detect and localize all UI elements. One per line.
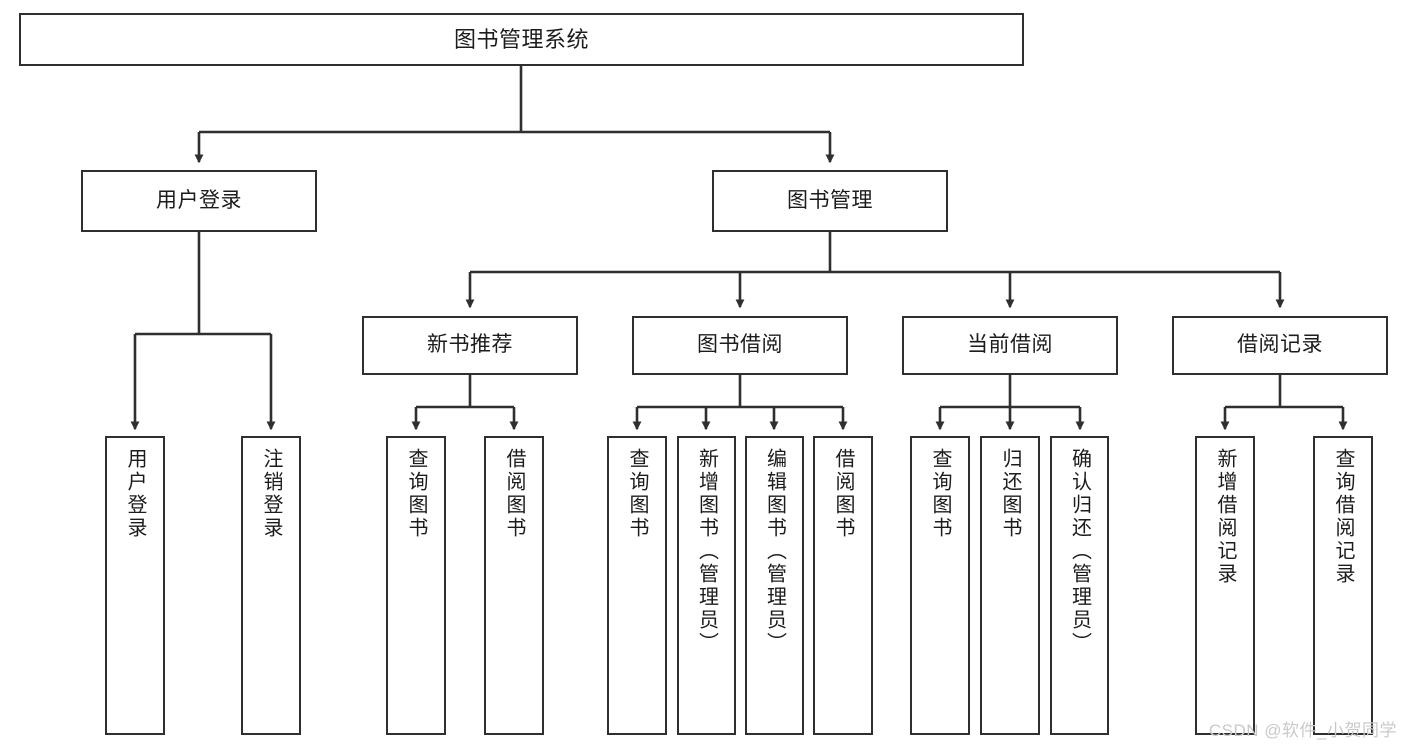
leaf-user-login-login[interactable]: 用户登录 (105, 436, 165, 735)
leaf-current-borrow-return-books[interactable]: 归还图书 (980, 436, 1040, 735)
node-label: 确认归还（管理员） (1068, 448, 1091, 655)
leaf-current-borrow-confirm-return-admin[interactable]: 确认归还（管理员） (1050, 436, 1109, 735)
node-label: 新增图书（管理员） (695, 448, 718, 655)
node-label: 新增借阅记录 (1214, 448, 1236, 586)
node-label: 借阅记录 (1237, 333, 1323, 357)
leaf-book-borrow-borrow-books[interactable]: 借阅图书 (813, 436, 873, 735)
node-book-borrowing[interactable]: 图书借阅 (632, 316, 848, 375)
leaf-new-book-query-books[interactable]: 查询图书 (386, 436, 446, 735)
node-borrowing-record[interactable]: 借阅记录 (1172, 316, 1388, 375)
node-label: 查询图书 (929, 448, 951, 540)
leaf-book-borrow-add-book-admin[interactable]: 新增图书（管理员） (677, 436, 736, 735)
node-new-book-recommendation[interactable]: 新书推荐 (362, 316, 578, 375)
node-label: 注销登录 (260, 448, 282, 540)
node-book-management[interactable]: 图书管理 (712, 170, 948, 232)
node-label: 借阅图书 (832, 448, 854, 540)
leaf-book-borrow-edit-book-admin[interactable]: 编辑图书（管理员） (745, 436, 804, 735)
node-label: 查询图书 (405, 448, 427, 540)
node-label: 图书管理 (787, 188, 873, 212)
node-label: 查询借阅记录 (1332, 448, 1354, 586)
node-label: 用户登录 (156, 188, 242, 212)
node-label: 图书借阅 (697, 333, 783, 357)
node-current-borrowing[interactable]: 当前借阅 (902, 316, 1118, 375)
node-label: 编辑图书（管理员） (763, 448, 786, 655)
leaf-borrow-record-query-record[interactable]: 查询借阅记录 (1313, 436, 1373, 735)
leaf-borrow-record-add-record[interactable]: 新增借阅记录 (1195, 436, 1255, 735)
node-label: 新书推荐 (427, 333, 513, 357)
leaf-current-borrow-query-books[interactable]: 查询图书 (910, 436, 970, 735)
node-label: 查询图书 (626, 448, 648, 540)
node-label: 归还图书 (999, 448, 1021, 540)
node-label: 图书管理系统 (453, 26, 589, 52)
node-label: 用户登录 (124, 448, 146, 540)
node-user-login[interactable]: 用户登录 (81, 170, 317, 232)
leaf-new-book-borrow-books[interactable]: 借阅图书 (484, 436, 544, 735)
node-label: 借阅图书 (503, 448, 525, 540)
leaf-user-login-logout[interactable]: 注销登录 (241, 436, 301, 735)
node-label: 当前借阅 (967, 333, 1053, 357)
leaf-book-borrow-query-books[interactable]: 查询图书 (607, 436, 667, 735)
node-root-book-management-system[interactable]: 图书管理系统 (19, 13, 1024, 66)
